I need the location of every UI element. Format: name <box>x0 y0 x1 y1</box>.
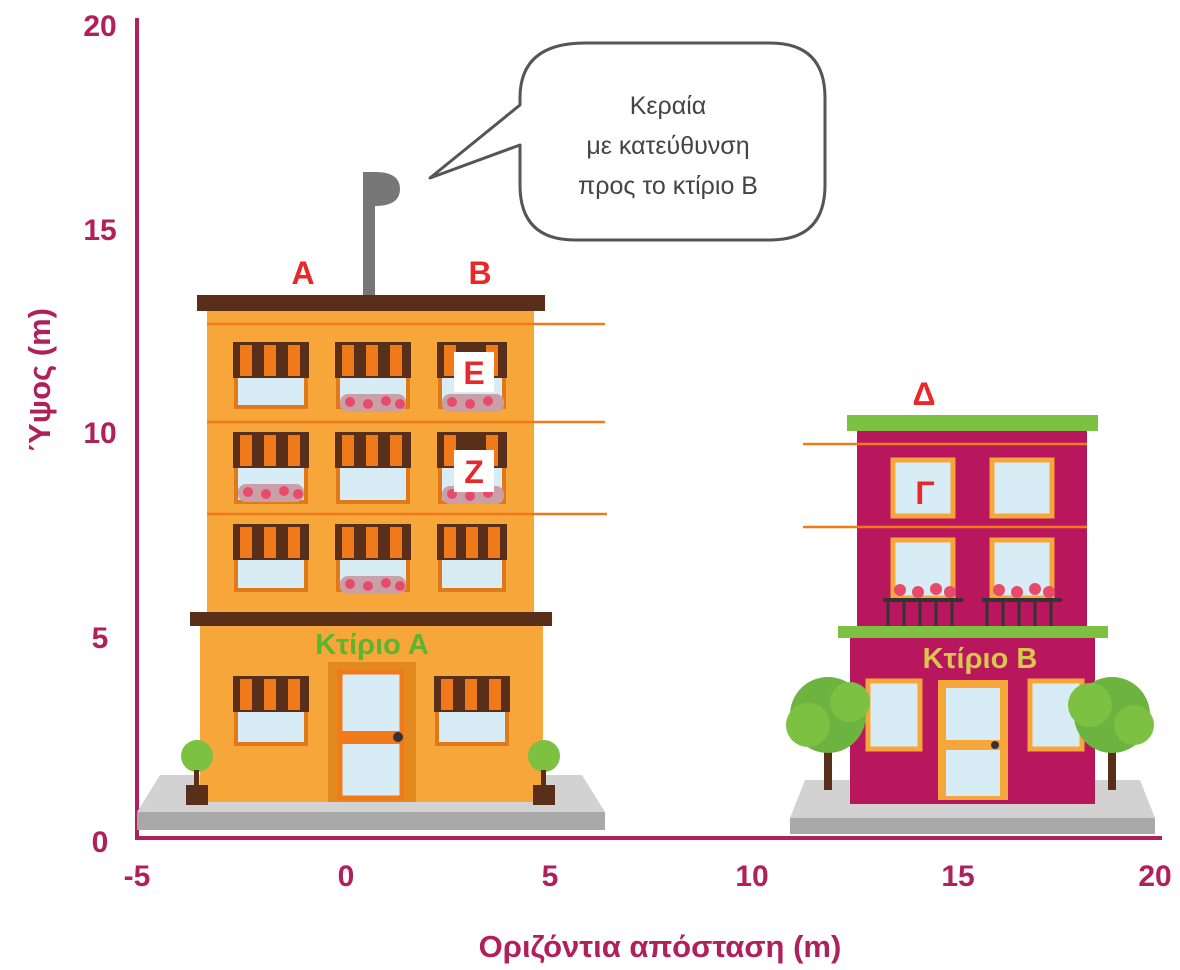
x-tick-label: 0 <box>338 860 355 893</box>
x-tick-label: -5 <box>124 860 151 893</box>
x-tick-label: 15 <box>941 860 974 893</box>
bubble-line-1: Κεραία <box>630 92 707 120</box>
building-b: Κτίριο Β <box>786 415 1155 834</box>
label-z-box <box>454 450 494 492</box>
potted-tree-icon <box>181 740 213 805</box>
antenna-icon <box>363 172 400 298</box>
sidewalk-b-edge <box>790 818 1155 834</box>
label-e: Ε <box>463 355 484 391</box>
speech-bubble: Κεραία με κατεύθυνση προς το κτίριο Β <box>428 41 827 242</box>
guide-lines-a <box>207 322 607 516</box>
building-a-name: Κτίριο Α <box>315 629 429 661</box>
bubble-line-2: με κατεύθυνση <box>586 132 749 160</box>
y-tick-label: 15 <box>83 214 116 247</box>
y-tick-label: 0 <box>92 826 109 859</box>
bubble-line-3: προς το κτίριο Β <box>578 172 758 200</box>
x-axis-title: Οριζόντια απόσταση (m) <box>479 929 842 964</box>
building-a-roof <box>197 295 545 311</box>
door-a <box>328 662 416 802</box>
balcony <box>982 583 1062 626</box>
window <box>233 524 309 592</box>
window <box>437 524 507 592</box>
balcony <box>883 583 963 626</box>
tree-icon <box>1068 677 1154 790</box>
building-a: Κτίριο Α <box>137 172 605 830</box>
label-e-box <box>454 352 494 392</box>
window <box>335 432 411 504</box>
bubble-outline <box>428 41 827 242</box>
building-a-windows <box>233 342 510 746</box>
building-a-ledge <box>190 612 552 626</box>
building-b-roof <box>847 415 1098 431</box>
label-z: Ζ <box>464 454 484 490</box>
window <box>865 678 923 752</box>
y-tick-label: 10 <box>83 417 116 450</box>
x-tick-label: 5 <box>542 860 559 893</box>
window <box>233 342 309 409</box>
tree-icon <box>786 677 870 790</box>
label-a: Α <box>291 255 314 291</box>
window <box>233 432 309 504</box>
axes: 0 5 10 15 20 -5 0 5 10 15 20 Οριζόντια α… <box>22 10 1172 964</box>
potted-tree-icon <box>528 740 560 805</box>
y-tick-label: 5 <box>92 622 109 655</box>
window <box>335 524 411 594</box>
building-b-ledge <box>838 626 1108 638</box>
door-b <box>938 680 1008 800</box>
window <box>335 342 411 412</box>
window <box>989 457 1055 519</box>
window <box>434 676 510 746</box>
y-tick-label: 20 <box>83 10 116 43</box>
label-gamma: Γ <box>915 475 934 511</box>
y-axis-title: Ύψος (m) <box>22 308 57 452</box>
window <box>233 676 309 746</box>
guide-lines-b <box>803 442 1087 529</box>
point-labels: Α Β Ε Ζ Γ Δ <box>291 255 935 511</box>
window <box>890 457 956 519</box>
x-tick-label: 20 <box>1138 860 1171 893</box>
label-delta: Δ <box>913 376 936 412</box>
label-b: Β <box>468 255 491 291</box>
sidewalk-a-edge <box>137 812 605 830</box>
x-tick-label: 10 <box>735 860 768 893</box>
building-b-name: Κτίριο Β <box>923 643 1038 675</box>
